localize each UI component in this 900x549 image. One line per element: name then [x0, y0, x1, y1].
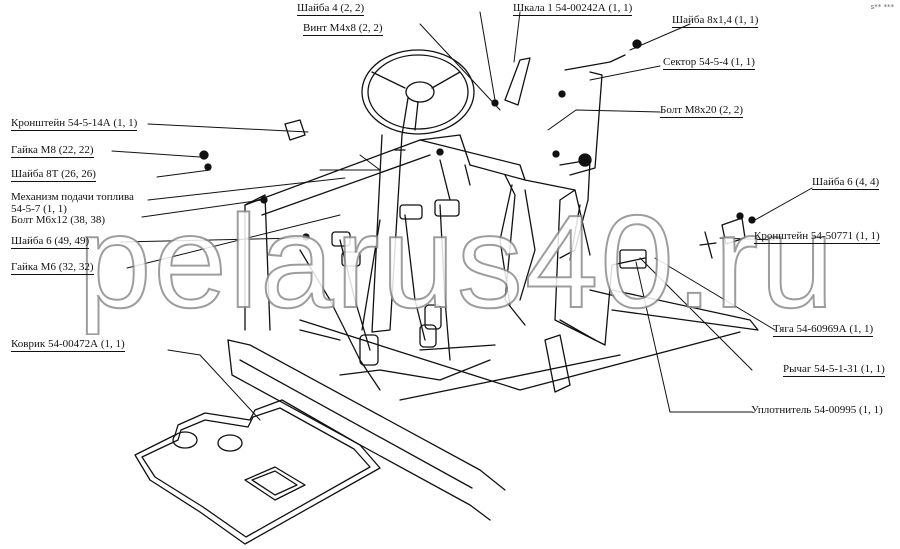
label-uplotnitel: Уплотнитель 54-00995 (1, 1) — [751, 404, 883, 416]
label-kronshtein-54-5-14a: Кронштейн 54-5-14А (1, 1) — [11, 117, 138, 131]
label-kronshtein-54-50771: Кронштейн 54-50771 (1, 1) — [754, 230, 880, 244]
label-vint-m4x8: Винт М4х8 (2, 2) — [303, 22, 383, 36]
label-shaiba-6-49: Шайба 6 (49, 49) — [11, 235, 90, 249]
seal-54-00995-part — [544, 334, 571, 393]
bracket-54-5-14a-part — [284, 119, 306, 141]
label-shaiba-4: Шайба 4 (2, 2) — [297, 2, 365, 16]
floor-mat — [134, 399, 381, 545]
label-shaiba-8x1-4: Шайба 8х1,4 (1, 1) — [672, 14, 759, 28]
bracket-54-50771-part — [699, 217, 746, 259]
fuel-lever — [499, 39, 647, 306]
label-tyaga: Тяга 54-60969А (1, 1) — [773, 323, 874, 337]
leader-lines — [111, 11, 813, 421]
label-bolt-m6x12: Болт М6х12 (38, 38) — [11, 214, 106, 226]
fasteners — [199, 90, 756, 241]
label-shaiba-8t: Шайба 8Т (26, 26) — [11, 168, 96, 182]
steering-wheel — [361, 49, 475, 333]
label-bolt-m8x20: Болт М8х20 (2, 2) — [660, 104, 744, 118]
corner-text: s** *** — [870, 3, 894, 11]
label-sektor: Сектор 54-5-4 (1, 1) — [663, 56, 755, 70]
label-gaika-m8: Гайка М8 (22, 22) — [11, 144, 94, 158]
label-rychag: Рычаг 54-5-1-31 (1, 1) — [783, 363, 885, 377]
cab-body — [227, 134, 759, 521]
label-kovrik: Коврик 54-00472А (1, 1) — [11, 338, 125, 352]
pedal-assembly — [299, 159, 496, 391]
label-mekhanizm-line-1: Механизм подачи топлива — [11, 191, 134, 203]
label-mekhanizm-line-2: 54-5-7 (1, 1) — [11, 203, 67, 215]
label-shkala: Шкала 1 54-00242А (1, 1) — [513, 2, 633, 16]
label-shaiba-6-4: Шайба 6 (4, 4) — [812, 176, 880, 190]
label-gaika-m6: Гайка М6 (32, 32) — [11, 261, 94, 275]
